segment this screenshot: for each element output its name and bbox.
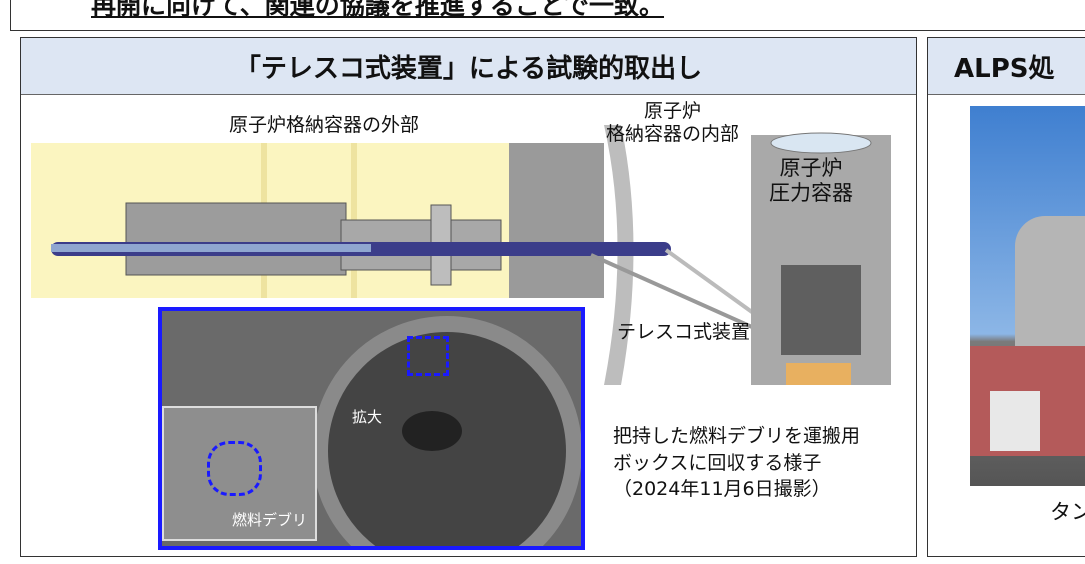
device-label: テレスコ式装置 bbox=[617, 321, 751, 343]
inside-label: 原子炉 格納容器の内部 bbox=[606, 100, 740, 145]
reactor-diagram bbox=[31, 125, 891, 385]
tank-photo bbox=[970, 106, 1085, 486]
containment-wall bbox=[509, 143, 604, 298]
alps-caption: タン bbox=[1050, 500, 1085, 524]
zoom-highlight bbox=[407, 336, 449, 376]
debris-label: 燃料デブリ bbox=[232, 511, 308, 529]
summary-box: 再開に向けて、関連の協議を推進することで一致。 bbox=[10, 0, 1085, 31]
panel-title: 「テレスコ式装置」による試験的取出し bbox=[21, 38, 916, 95]
photo-caption: 把持した燃料デブリを運搬用 ボックスに回収する様子 （2024年11月6日撮影） bbox=[613, 425, 861, 501]
alps-title: ALPS処 bbox=[928, 38, 1085, 95]
alps-panel: ALPS処 タン bbox=[927, 37, 1085, 557]
debris-highlight bbox=[207, 441, 262, 496]
zoom-label: 拡大 bbox=[352, 408, 383, 426]
outside-label: 原子炉格納容器の外部 bbox=[229, 114, 420, 136]
device-body bbox=[125, 202, 347, 276]
summary-text: 再開に向けて、関連の協議を推進することで一致。 bbox=[91, 0, 665, 20]
rpv-label: 原子炉 圧力容器 bbox=[769, 156, 853, 206]
debris-photo: 拡大 燃料デブリ bbox=[158, 307, 585, 550]
